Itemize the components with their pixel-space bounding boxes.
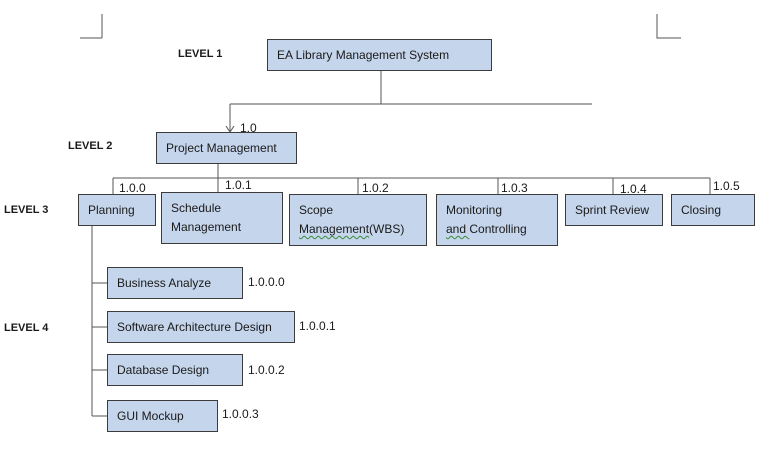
phase-schedule-management-node: Schedule Management [161, 192, 283, 244]
level-4-label: LEVEL 4 [4, 322, 49, 334]
phase-line-2-prefix: and [446, 222, 470, 236]
phase-code: 1.0.5 [713, 179, 740, 193]
page-corner-mark-right [656, 14, 681, 39]
phase-line-2-suffix: Controlling [469, 222, 527, 236]
level-2-label: LEVEL 2 [68, 140, 113, 152]
phase-drops [112, 178, 711, 194]
task-software-architecture-node: Software Architecture Design [107, 311, 295, 343]
task-business-analyze-node: Business Analyze [107, 267, 243, 299]
phase-code: 1.0.1 [225, 178, 252, 192]
task-code: 1.0.0.2 [248, 363, 285, 377]
phase-code: 1.0.0 [119, 181, 146, 195]
task-code: 1.0.0.1 [299, 319, 336, 333]
phase-line-2-prefix: Management [299, 222, 370, 236]
root-connector [229, 71, 592, 132]
project-management-node: Project Management [156, 132, 297, 164]
root-node: EA Library Management System [267, 39, 492, 71]
phase-code: 1.0.2 [362, 181, 389, 195]
task-code: 1.0.0.3 [222, 407, 259, 421]
phase-closing-node: Closing [671, 194, 755, 226]
planning-connector [91, 226, 107, 417]
phase-planning-node: Planning [78, 194, 156, 226]
phase-code: 1.0.4 [620, 182, 647, 196]
project-code: 1.0 [240, 121, 257, 135]
task-gui-mockup-node: GUI Mockup [107, 400, 218, 432]
task-database-design-node: Database Design [107, 354, 243, 386]
project-connector [113, 164, 710, 179]
phase-monitoring-controlling-node: Monitoring and Controlling [436, 194, 558, 246]
phase-code: 1.0.3 [501, 181, 528, 195]
task-code: 1.0.0.0 [248, 275, 285, 289]
phase-line-1: Scope [299, 203, 334, 218]
phase-line-2-suffix: (WBS) [369, 222, 405, 236]
level-1-label: LEVEL 1 [178, 48, 223, 60]
phase-sprint-review-node: Sprint Review [565, 194, 663, 226]
level-3-label: LEVEL 3 [4, 204, 49, 216]
page-corner-mark-left [80, 14, 103, 39]
phase-line-1: Monitoring [446, 203, 503, 218]
